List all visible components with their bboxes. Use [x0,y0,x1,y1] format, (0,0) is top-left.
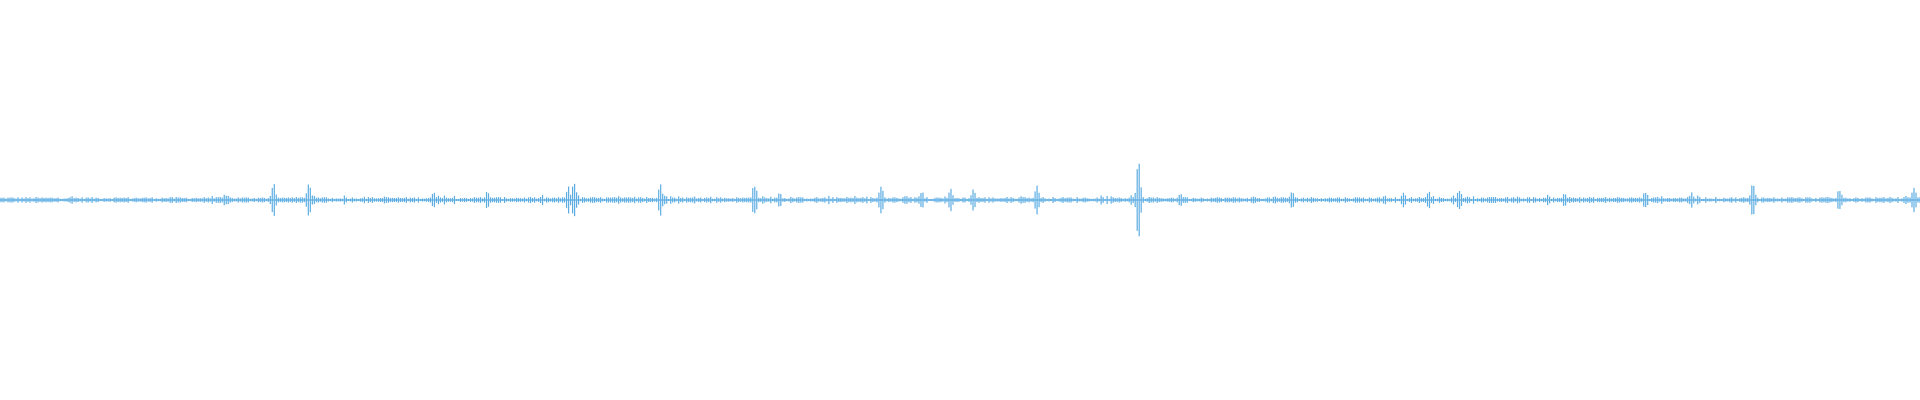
waveform-graphic [0,163,1920,237]
waveform-display [0,163,1920,237]
